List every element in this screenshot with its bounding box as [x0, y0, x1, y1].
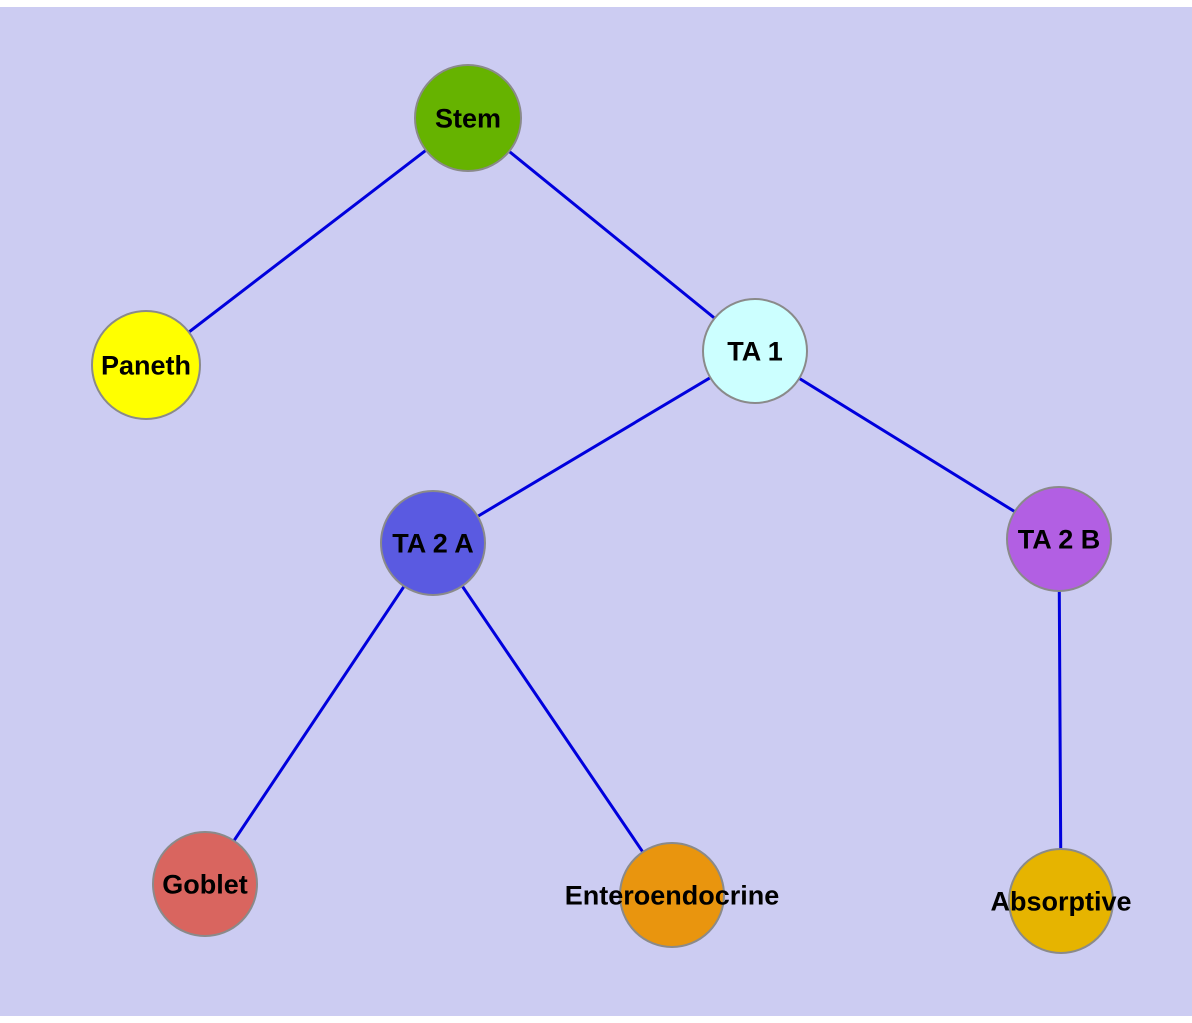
node-circle-absorptive[interactable] [1008, 848, 1114, 954]
edge-stem-paneth [144, 116, 470, 367]
node-circle-stem[interactable] [414, 64, 522, 172]
node-circle-ta1[interactable] [702, 298, 808, 404]
node-circle-enteroendocrine[interactable] [619, 842, 725, 948]
edge-ta1-ta2a [431, 349, 757, 545]
node-ta1[interactable]: TA 1 [702, 298, 808, 404]
node-stem[interactable]: Stem [414, 64, 522, 172]
edge-ta2a-enteroendocrine [431, 541, 674, 897]
node-circle-paneth[interactable] [91, 310, 201, 420]
node-ta2a[interactable]: TA 2 A [380, 490, 486, 596]
edge-ta2b-absorptive [1057, 537, 1063, 903]
node-circle-goblet[interactable] [152, 831, 258, 937]
node-paneth[interactable]: Paneth [91, 310, 201, 420]
edge-stem-ta1 [466, 116, 757, 353]
node-goblet[interactable]: Goblet [152, 831, 258, 937]
node-circle-ta2a[interactable] [380, 490, 486, 596]
node-ta2b[interactable]: TA 2 B [1006, 486, 1112, 592]
edge-ta1-ta2b [753, 349, 1061, 541]
edge-ta2a-goblet [203, 541, 435, 886]
node-circle-ta2b[interactable] [1006, 486, 1112, 592]
